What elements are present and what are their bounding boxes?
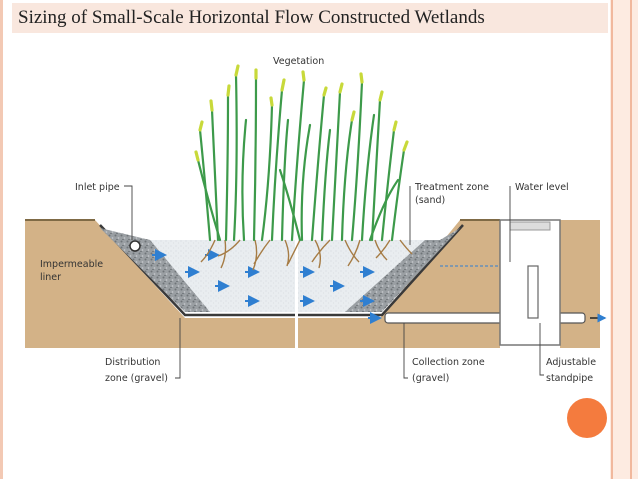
label-vegetation: Vegetation [273, 56, 324, 67]
inlet-pipe [129, 240, 141, 252]
label-impermeable-liner-2: liner [40, 272, 61, 283]
plant-roots [200, 239, 413, 271]
slide-title: Sizing of Small-Scale Horizontal Flow Co… [18, 7, 485, 28]
reed-vegetation [196, 73, 406, 242]
right-border-rule-outer [630, 0, 632, 479]
label-collection-zone-2: (gravel) [412, 373, 449, 384]
label-treatment-zone-2: (sand) [415, 195, 445, 206]
label-impermeable-liner-1: Impermeable [40, 259, 103, 270]
right-border-band [610, 0, 638, 479]
label-adjustable-standpipe-1: Adjustable [546, 357, 596, 368]
reed-tips [194, 64, 409, 162]
distribution-leader [175, 318, 181, 379]
soil-ground-far-right [560, 220, 600, 348]
label-distribution-zone-2: zone (gravel) [105, 373, 168, 384]
accent-dot-icon [567, 398, 607, 438]
collection-leader [403, 323, 408, 379]
left-border-rule [0, 0, 3, 479]
flow-arrows [152, 249, 382, 324]
label-water-level: Water level [515, 182, 569, 193]
label-adjustable-standpipe-2: standpipe [546, 373, 593, 384]
inlet-leader [124, 185, 133, 240]
standpipe-leader [539, 323, 544, 376]
label-inlet-pipe: Inlet pipe [75, 182, 120, 193]
right-border-rule [611, 0, 613, 479]
title-bar [12, 3, 608, 33]
label-distribution-zone-1: Distribution [105, 357, 160, 368]
soil-ground [25, 220, 295, 348]
label-collection-zone-1: Collection zone [412, 357, 485, 368]
adjustable-standpipe [527, 265, 539, 319]
label-treatment-zone-1: Treatment zone [414, 182, 489, 193]
